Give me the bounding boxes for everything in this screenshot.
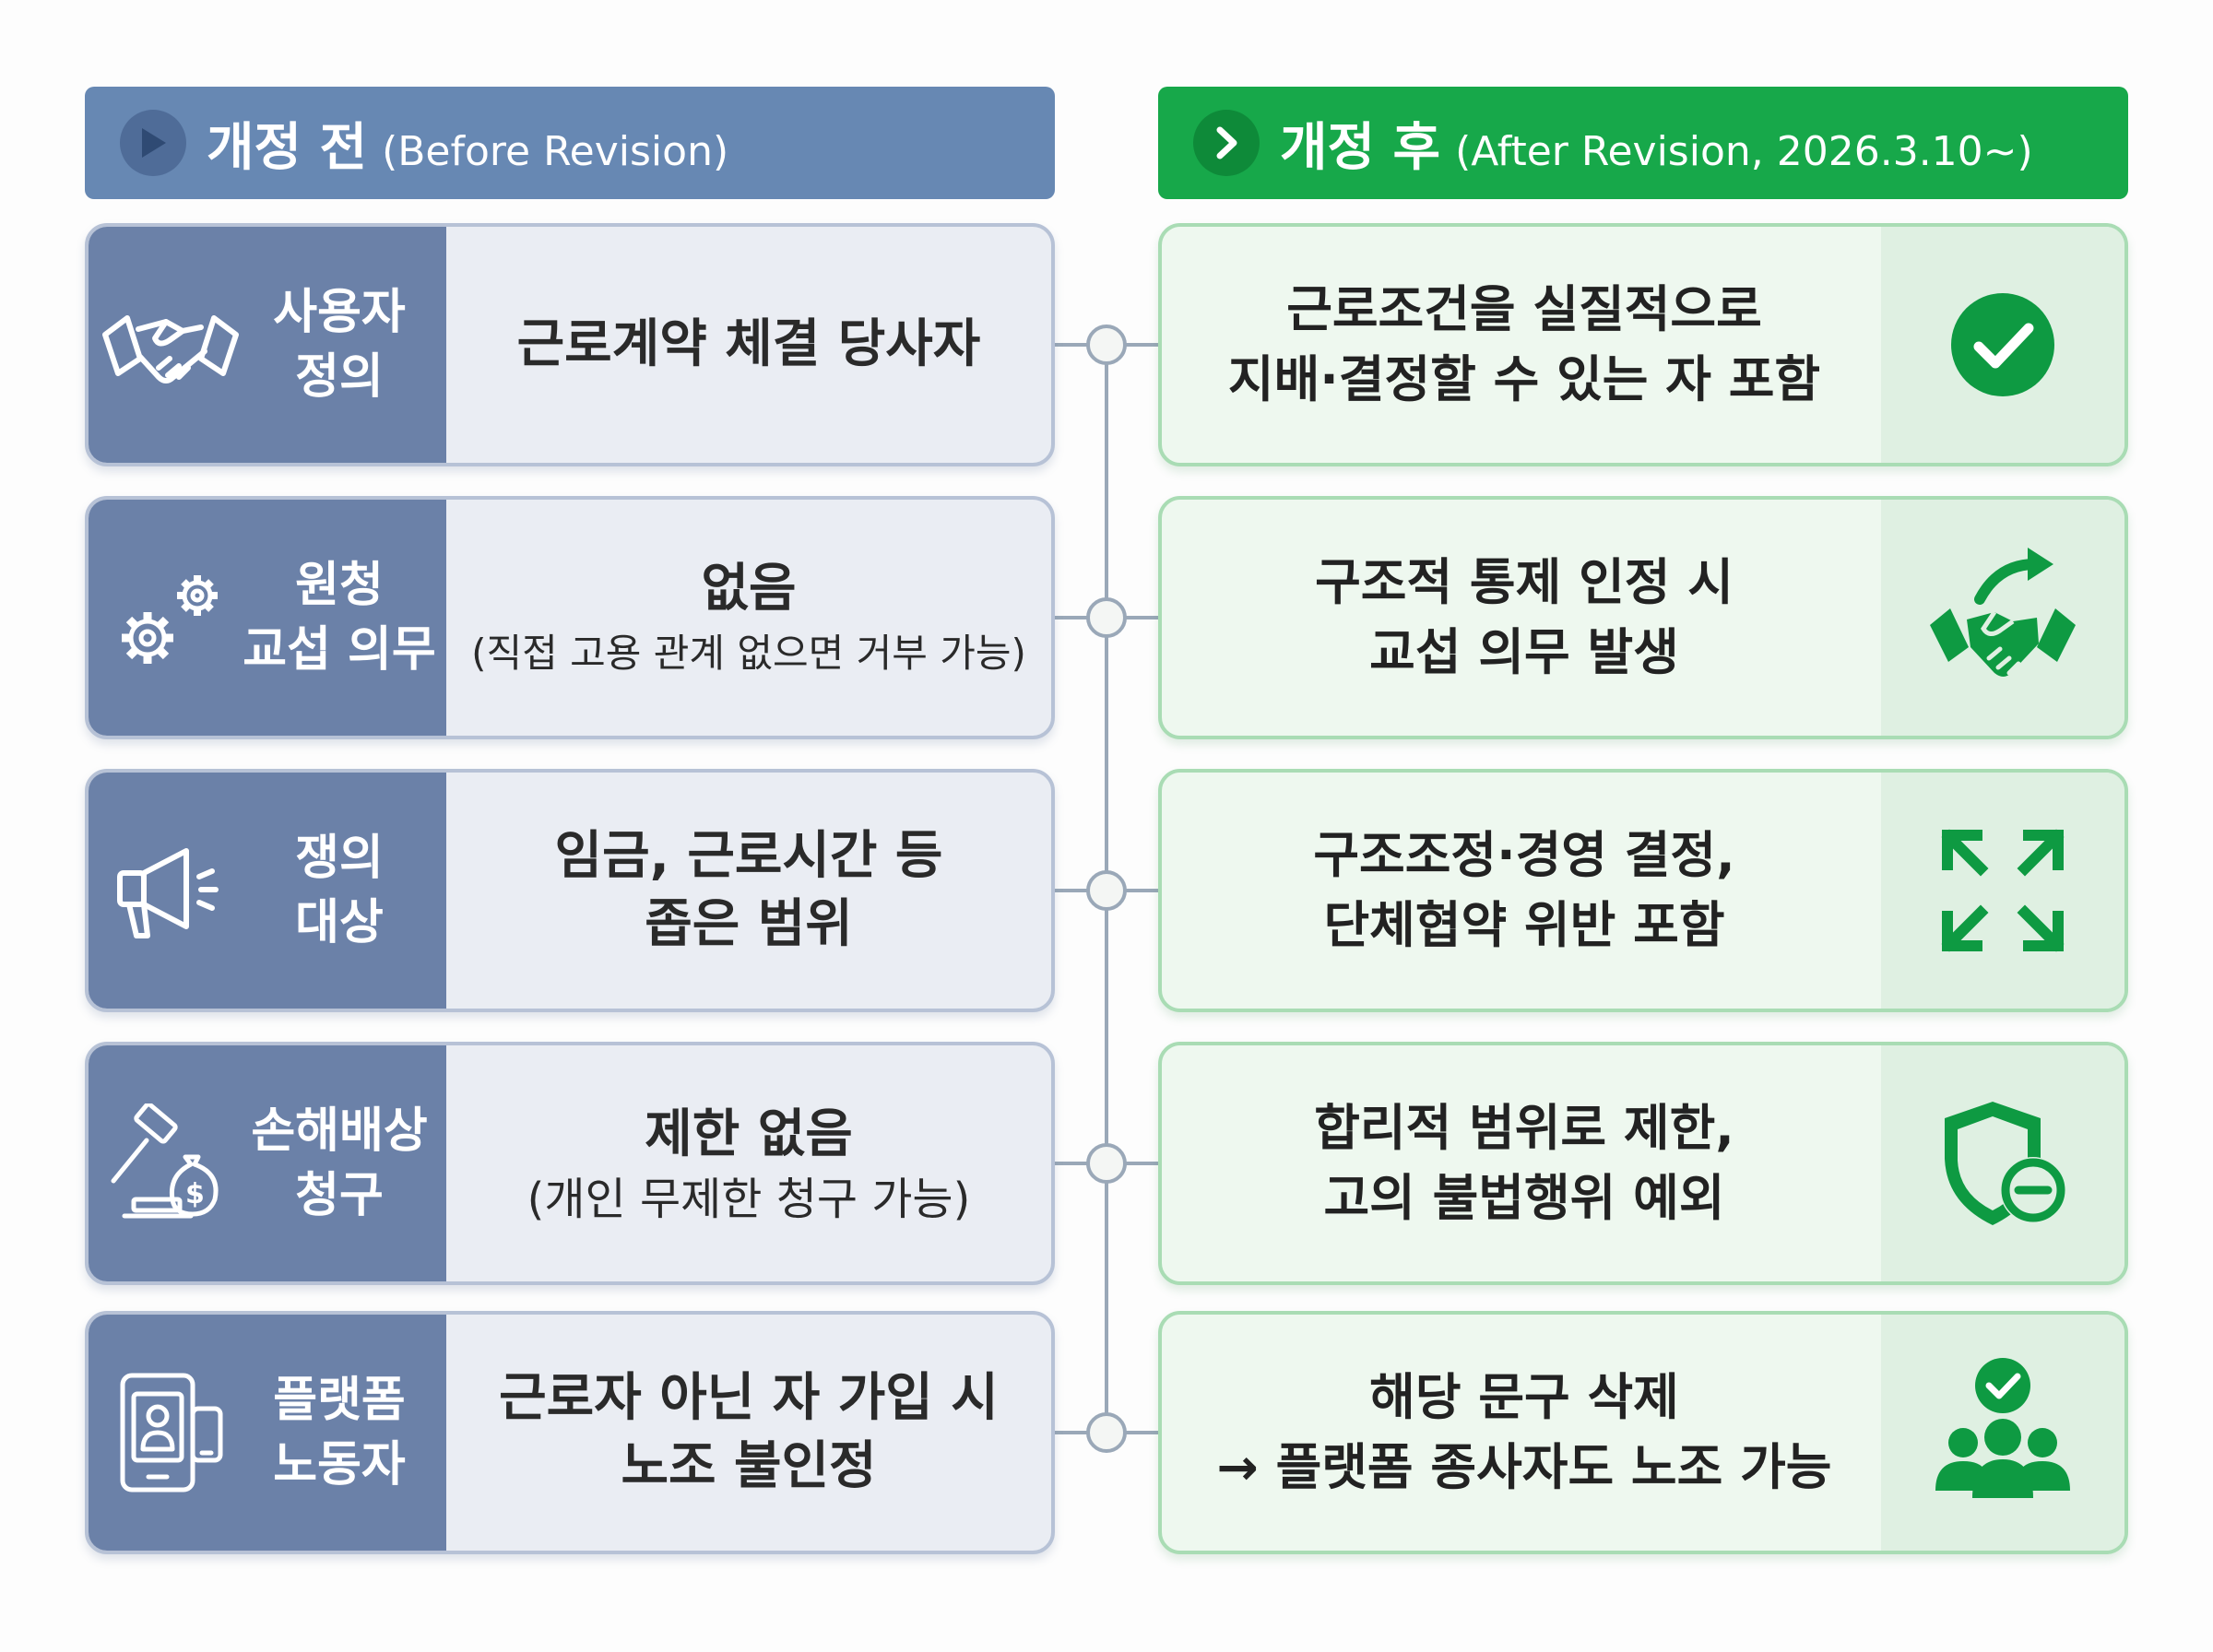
after-row-employer: 근로조건을 실질적으로 지배·결정할 수 있는 자 포함 — [1158, 223, 2128, 466]
before-value-cell: 제한 없음 (개인 무제한 청구 가능) — [446, 1045, 1051, 1281]
play-icon — [120, 110, 186, 176]
shield-minus-icon — [1945, 1102, 2066, 1225]
after-title: 개정 후 — [1280, 117, 1441, 178]
check-circle-icon — [1951, 293, 2054, 396]
after-value: 구조적 통제 인정 시 교섭 의무 발생 — [1315, 553, 1734, 681]
after-icon-cell — [1881, 1315, 2124, 1551]
before-subtitle: (Before Revision) — [382, 127, 729, 175]
before-value: 임금, 근로시간 등 좁은 범위 — [554, 826, 943, 954]
megaphone-icon — [101, 831, 240, 950]
after-subtitle: (After Revision, 2026.3.10~) — [1455, 127, 2033, 175]
category-cell: $ 손해배상 청구 — [89, 1045, 446, 1281]
category-label: 손해배상 청구 — [251, 1103, 428, 1223]
platform-worker-icon — [101, 1373, 240, 1493]
after-row-bargaining: 구조적 통제 인정 시 교섭 의무 발생 — [1158, 496, 2128, 739]
before-header: 개정 전 (Before Revision) — [85, 87, 1055, 199]
handshake-arrow-icon — [1930, 548, 2076, 677]
svg-text:$: $ — [185, 1178, 205, 1210]
after-value: 해당 문구 삭제 → 플랫폼 종사자도 노조 가능 — [1216, 1368, 1832, 1496]
after-icon-cell — [1881, 227, 2124, 463]
before-value-cell: 근로계약 체결 당사자 — [446, 227, 1051, 463]
before-row-platform: 플랫폼 노동자 근로자 아닌 자 가입 시 노조 불인정 — [85, 1311, 1055, 1554]
before-title: 개정 전 — [207, 117, 368, 178]
after-header: 개정 후 (After Revision, 2026.3.10~) — [1158, 87, 2128, 199]
handshake-icon — [101, 285, 240, 405]
before-note: (개인 무제한 청구 가능) — [527, 1174, 971, 1225]
expand-arrows-icon — [1941, 829, 2065, 952]
after-row-dispute: 구조조정·경영 결정, 단체협약 위반 포함 — [1158, 769, 2128, 1012]
before-value-cell: 임금, 근로시간 등 좁은 범위 — [446, 773, 1051, 1009]
before-value-cell: 없음 (직접 고용 관계 없으면 거부 가능) — [446, 500, 1051, 736]
after-row-platform: 해당 문구 삭제 → 플랫폼 종사자도 노조 가능 — [1158, 1311, 2128, 1554]
connector-node — [1086, 1412, 1127, 1453]
before-row-bargaining: 원청 교섭 의무 없음 (직접 고용 관계 없으면 거부 가능) — [85, 496, 1055, 739]
before-value: 근로계약 체결 당사자 — [516, 314, 981, 374]
category-label: 플랫폼 노동자 — [273, 1373, 406, 1493]
category-label: 원청 교섭 의무 — [243, 558, 436, 678]
before-row-employer: 사용자 정의 근로계약 체결 당사자 — [85, 223, 1055, 466]
group-check-icon — [1935, 1358, 2070, 1498]
after-icon-cell — [1881, 500, 2124, 736]
connector-node — [1086, 1143, 1127, 1184]
after-value: 합리적 범위로 제한, 고의 불법행위 예외 — [1314, 1099, 1734, 1227]
category-cell: 플랫폼 노동자 — [89, 1315, 446, 1551]
before-value: 근로자 아닌 자 가입 시 노조 불인정 — [499, 1368, 999, 1496]
after-value: 구조조정·경영 결정, 단체협약 위반 포함 — [1313, 826, 1735, 954]
before-row-dispute: 쟁의 대상 임금, 근로시간 등 좁은 범위 — [85, 769, 1055, 1012]
before-row-damages: $ 손해배상 청구 제한 없음 (개인 무제한 청구 가능) — [85, 1042, 1055, 1285]
after-icon-cell — [1881, 773, 2124, 1009]
category-label: 쟁의 대상 — [295, 831, 384, 950]
before-value: 없음 — [701, 559, 797, 619]
category-cell: 사용자 정의 — [89, 227, 446, 463]
after-row-damages: 합리적 범위로 제한, 고의 불법행위 예외 — [1158, 1042, 2128, 1285]
after-icon-cell — [1881, 1045, 2124, 1281]
before-value-cell: 근로자 아닌 자 가입 시 노조 불인정 — [446, 1315, 1051, 1551]
connector-node — [1086, 324, 1127, 365]
after-value: 근로조건을 실질적으로 지배·결정할 수 있는 자 포함 — [1227, 280, 1821, 408]
category-cell: 원청 교섭 의무 — [89, 500, 446, 736]
gears-icon — [101, 558, 240, 678]
category-cell: 쟁의 대상 — [89, 773, 446, 1009]
connector-node — [1086, 870, 1127, 911]
chevron-right-icon — [1193, 110, 1260, 176]
category-label: 사용자 정의 — [273, 285, 406, 405]
before-note: (직접 고용 관계 없으면 거부 가능) — [471, 631, 1026, 676]
gavel-money-icon: $ — [101, 1103, 240, 1223]
connector-node — [1086, 597, 1127, 638]
before-value: 제한 없음 — [645, 1104, 853, 1164]
